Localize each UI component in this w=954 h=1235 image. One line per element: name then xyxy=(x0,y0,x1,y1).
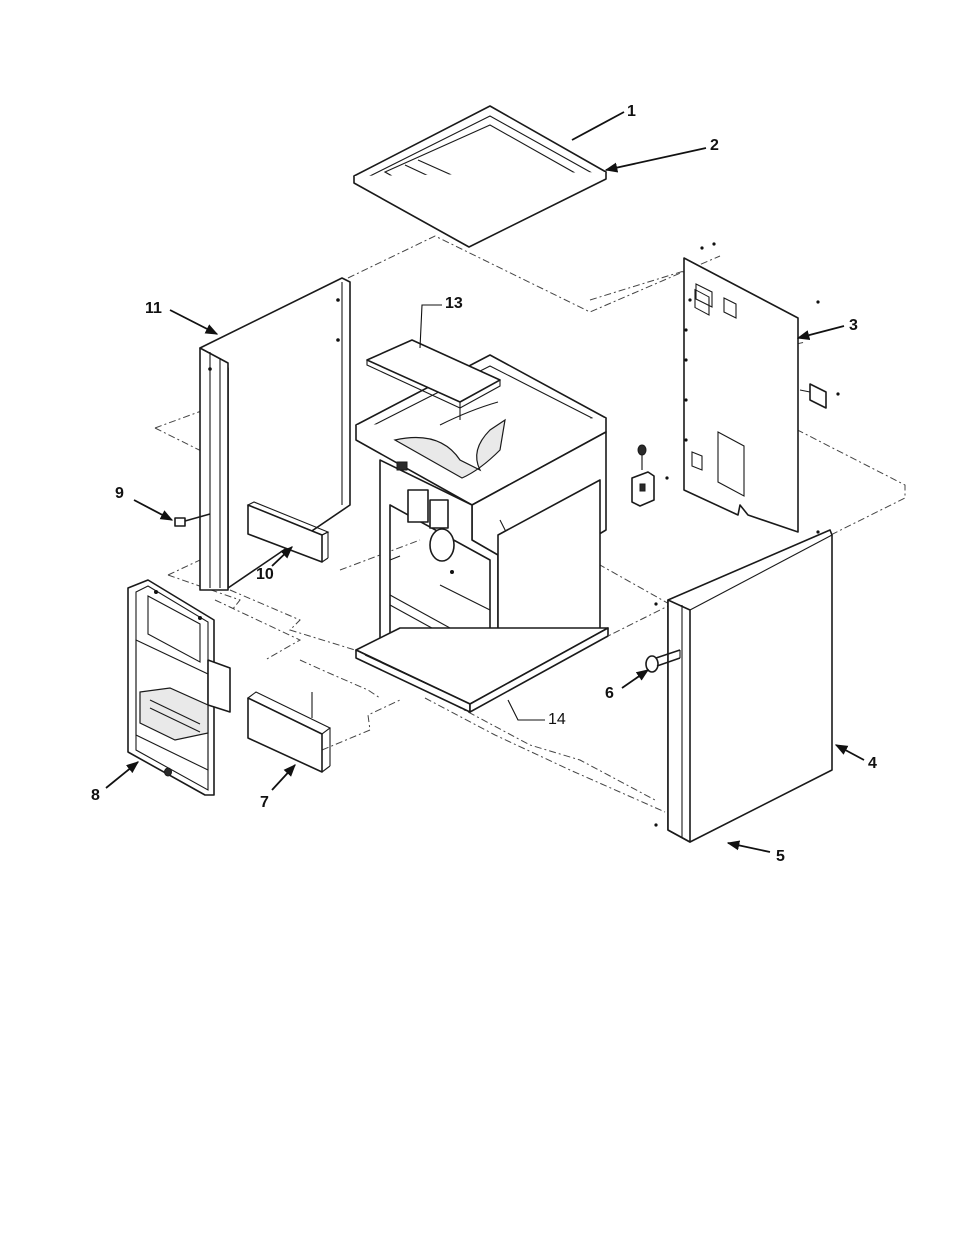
right-side-panel xyxy=(654,530,832,842)
top-lid-assembly xyxy=(354,106,606,247)
callout-6: 6 xyxy=(605,685,614,702)
electrical-switch-box xyxy=(632,445,669,506)
callout-7: 7 xyxy=(260,794,269,811)
callout-2: 2 xyxy=(710,137,719,154)
callout-8: 8 xyxy=(91,787,100,804)
rear-panel xyxy=(684,242,820,532)
callout-4: 4 xyxy=(868,755,877,772)
dispenser-front-panel xyxy=(128,580,230,795)
callout-14: 14 xyxy=(548,711,566,728)
central-bin-cabinet xyxy=(356,355,608,712)
callout-9: 9 xyxy=(115,485,124,502)
callout-13: 13 xyxy=(445,295,463,312)
callout-10: 10 xyxy=(256,566,274,583)
callout-1: 1 xyxy=(627,103,636,120)
callout-5: 5 xyxy=(776,848,785,865)
callout-11: 11 xyxy=(145,300,162,317)
rear-latch-bracket xyxy=(800,384,840,408)
callout-3: 3 xyxy=(849,317,858,334)
lower-front-kick-panel xyxy=(248,692,330,772)
